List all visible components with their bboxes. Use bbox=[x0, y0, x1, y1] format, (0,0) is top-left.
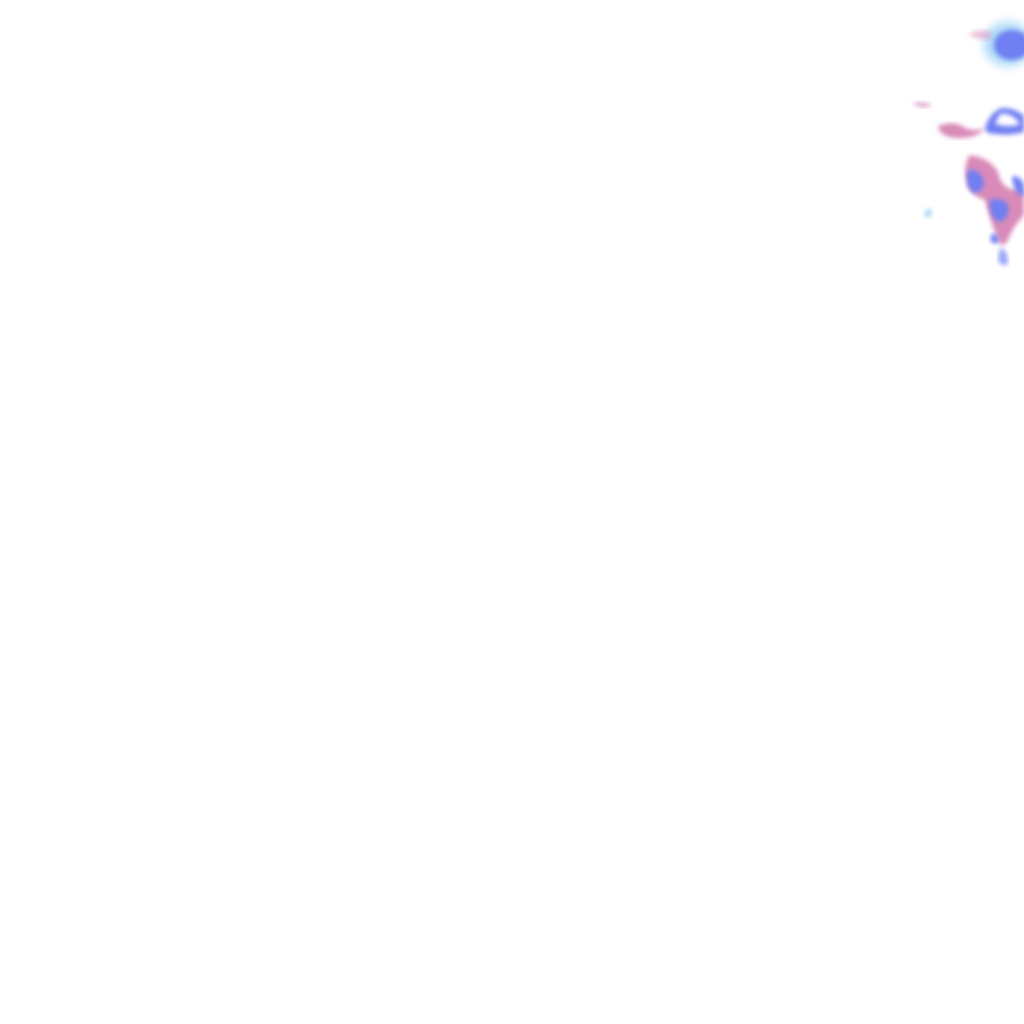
precip-cell-south bbox=[924, 155, 1024, 266]
precip-band-middle bbox=[912, 102, 1024, 138]
precip-cell-north bbox=[968, 22, 1024, 66]
